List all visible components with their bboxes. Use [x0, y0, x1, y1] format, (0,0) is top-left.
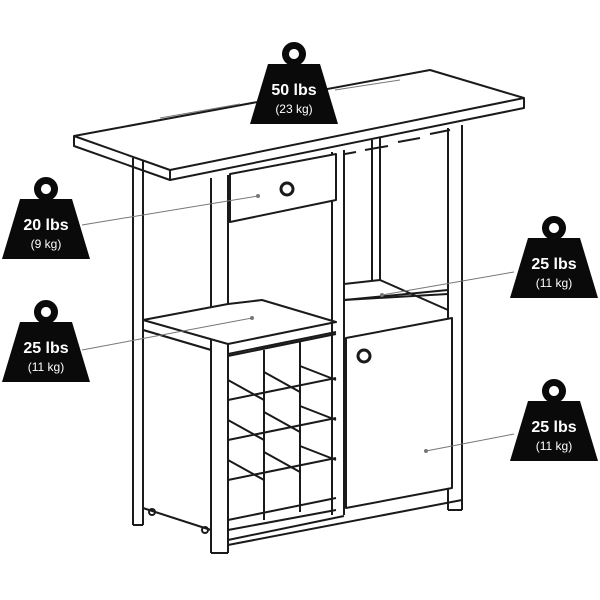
weight-kg: (11 kg)	[27, 360, 65, 374]
weight-lbs: 25 lbs	[23, 340, 69, 357]
weight-kg: (11 kg)	[535, 439, 573, 453]
kettlebell-weight-icon	[2, 177, 90, 259]
kettlebell-weight-icon	[2, 300, 90, 382]
weight-left-shelf: 25 lbs (11 kg)	[0, 298, 92, 386]
weight-lbs: 20 lbs	[23, 217, 69, 234]
weight-lbs: 25 lbs	[531, 419, 577, 436]
weight-lbs: 25 lbs	[531, 256, 577, 273]
weight-kg: (9 kg)	[30, 237, 62, 251]
weight-drawer: 20 lbs (9 kg)	[0, 175, 92, 263]
kettlebell-weight-icon	[510, 379, 598, 461]
weight-right-shelf: 25 lbs (11 kg)	[508, 214, 600, 302]
weight-top: 50 lbs (23 kg)	[248, 40, 340, 128]
weight-kg: (11 kg)	[535, 276, 573, 290]
kettlebell-weight-icon	[250, 42, 338, 124]
weight-kg: (23 kg)	[275, 102, 313, 116]
weight-lbs: 50 lbs	[271, 82, 317, 99]
weight-cabinet: 25 lbs (11 kg)	[508, 377, 600, 465]
kettlebell-weight-icon	[510, 216, 598, 298]
